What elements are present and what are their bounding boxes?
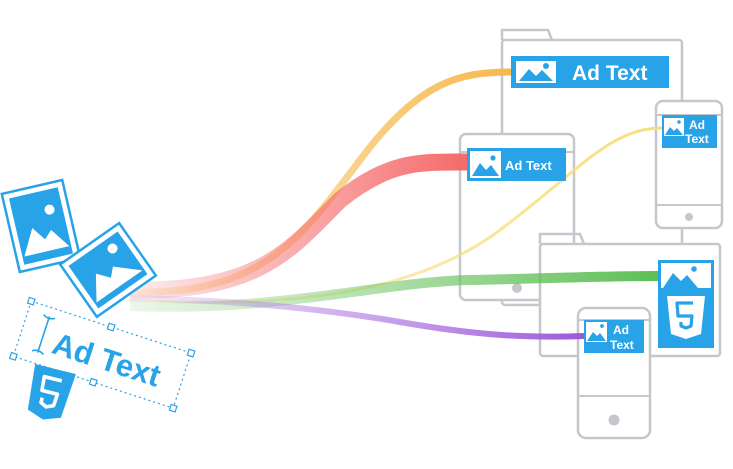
desktop-banner-ad: Ad Text — [511, 56, 669, 88]
flow-ribbon-purple — [129, 295, 585, 340]
tablet-banner-ad: Ad Text — [467, 148, 566, 181]
image-icon — [95, 243, 143, 303]
image-icon — [665, 120, 683, 135]
text-cursor-icon — [31, 314, 56, 356]
phone-top-ad: Ad Text — [662, 115, 717, 148]
ad-text-line1: Ad — [613, 323, 629, 337]
phone-bottom-ad: Ad Text — [584, 320, 644, 353]
html5-banner-ad — [658, 260, 714, 348]
image-icon — [587, 324, 606, 341]
ad-text-label: Ad Text — [505, 158, 552, 173]
image-icon — [472, 155, 499, 176]
ad-text-line1: Ad — [689, 118, 705, 132]
image-icon — [24, 204, 70, 257]
ad-text-label: Ad Text — [572, 62, 647, 85]
html5-icon — [667, 296, 705, 339]
source-image-card-back — [0, 178, 82, 274]
ad-text-line2: Text — [685, 132, 709, 146]
flow-ribbon-red — [129, 153, 469, 299]
ad-text-line2: Text — [610, 338, 634, 352]
source-image-card-front — [58, 221, 158, 319]
image-icon — [663, 266, 698, 288]
image-icon — [519, 63, 553, 81]
html5-icon — [27, 363, 76, 420]
